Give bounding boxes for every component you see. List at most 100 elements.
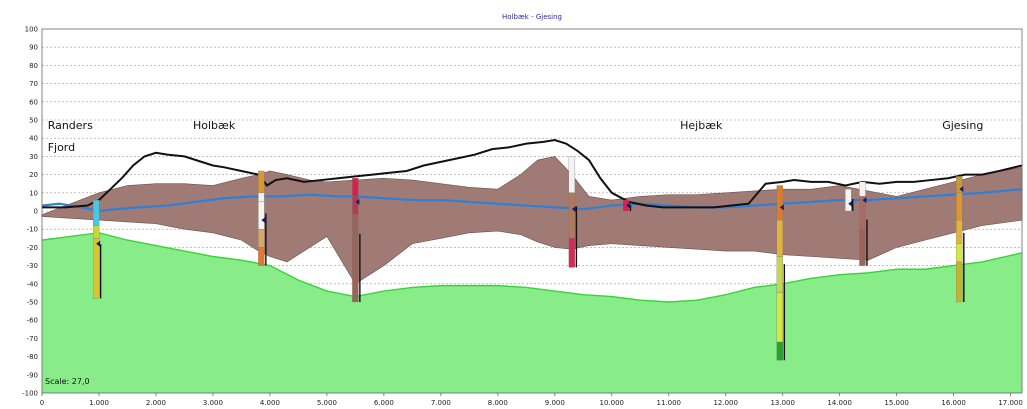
water-level-marker [848, 200, 853, 207]
borehole-segment [776, 341, 783, 361]
borehole-segment [568, 192, 576, 239]
x-tick-label: 6.000 [374, 399, 394, 407]
borehole-segment [956, 261, 963, 303]
y-tick-label: -20 [27, 244, 38, 252]
plot-frame [41, 28, 1023, 394]
y-tick-label: 20 [29, 171, 38, 179]
borehole [622, 199, 632, 212]
borehole-segment [92, 199, 100, 226]
x-tick-label: 16.000 [941, 399, 966, 407]
place-label: Hejbæk [680, 119, 723, 132]
y-tick-label: 0 [34, 208, 38, 216]
place-label: Fjord [48, 141, 75, 154]
y-tick-label: -90 [27, 371, 38, 379]
y-tick-label: 90 [29, 44, 38, 52]
y-tick-label: -70 [27, 335, 38, 343]
water-level-marker [355, 198, 360, 205]
place-label: Gjesing [942, 119, 983, 132]
borehole [568, 156, 578, 268]
place-label: Holbæk [193, 119, 236, 132]
borehole-segment [258, 201, 265, 230]
borehole-segment [776, 185, 783, 221]
borehole-segment [92, 225, 100, 239]
terrain-line [42, 138, 1023, 209]
borehole-segment [258, 247, 265, 266]
borehole-segment [258, 170, 265, 193]
y-tick-label: 80 [29, 62, 38, 70]
x-tick-label: 12.000 [713, 399, 738, 407]
x-tick-label: 15.000 [884, 399, 909, 407]
y-tick-label: 30 [29, 153, 38, 161]
axis-layer: 1009080706050403020100-10-20-30-40-50-60… [22, 26, 1023, 408]
x-tick-label: 17.000 [998, 399, 1023, 407]
x-tick-label: 1.000 [89, 399, 109, 407]
y-tick-label: -100 [22, 390, 38, 398]
water-level-marker [261, 217, 266, 224]
x-tick-label: 5.000 [317, 399, 337, 407]
text-layer: Holbæk - Gjesing Scale: 27,0 RandersFjor… [45, 13, 983, 386]
x-tick-label: 4.000 [260, 399, 280, 407]
water-level-marker [862, 197, 867, 204]
borehole [845, 189, 854, 212]
borehole-segment [956, 219, 963, 244]
x-tick-label: 3.000 [203, 399, 223, 407]
water-level-marker [779, 204, 784, 211]
x-tick-label: 7.000 [431, 399, 451, 407]
line-layer [41, 138, 1023, 303]
borehole-segment [352, 178, 359, 197]
y-tick-label: 50 [29, 117, 38, 125]
x-tick-label: 10.000 [600, 399, 625, 407]
water-level-marker [96, 240, 101, 247]
borehole-segment [258, 229, 265, 248]
y-tick-label: -50 [27, 299, 38, 307]
borehole [258, 170, 267, 266]
borehole-segment [859, 229, 866, 266]
chart-title: Holbæk - Gjesing [502, 13, 562, 21]
x-tick-label: 9.000 [545, 399, 565, 407]
y-tick-label: -30 [27, 262, 38, 270]
borehole-segment [776, 256, 783, 294]
scale-label: Scale: 27,0 [45, 377, 90, 386]
x-tick-label: 11.000 [656, 399, 681, 407]
borehole-segment [568, 238, 576, 268]
y-tick-label: 60 [29, 98, 38, 106]
x-tick-label: 0 [40, 399, 44, 407]
borehole-segment [845, 189, 852, 212]
borehole-segment [956, 192, 963, 221]
borehole-segment [258, 192, 265, 203]
borehole [776, 185, 786, 361]
borehole [956, 176, 965, 303]
y-tick-label: 70 [29, 80, 38, 88]
borehole-segment [776, 219, 783, 257]
water-level-marker [571, 206, 576, 213]
y-tick-label: -10 [27, 226, 38, 234]
borehole-layer [92, 156, 965, 361]
borehole-segment [859, 181, 866, 197]
x-tick-label: 14.000 [827, 399, 852, 407]
fill-layer [41, 156, 1023, 393]
x-tick-label: 13.000 [770, 399, 795, 407]
y-tick-label: 10 [29, 189, 38, 197]
y-tick-label: -80 [27, 353, 38, 361]
borehole-segment [352, 214, 359, 303]
x-tick-label: 2.000 [146, 399, 166, 407]
water-table-line [41, 188, 1023, 213]
borehole [859, 181, 868, 266]
y-tick-label: -40 [27, 280, 38, 288]
water-level-marker [959, 186, 964, 193]
borehole [352, 178, 361, 303]
borehole [92, 199, 102, 299]
borehole-segment [92, 238, 100, 299]
y-tick-label: 40 [29, 135, 38, 143]
place-label: Randers [48, 119, 93, 132]
y-tick-label: -60 [27, 317, 38, 325]
borehole-segment [776, 292, 783, 343]
y-tick-label: 100 [25, 26, 38, 34]
prequaternary-line [41, 232, 1023, 303]
x-tick-label: 8.000 [488, 399, 508, 407]
borehole-segment [956, 243, 963, 263]
borehole-segment [568, 156, 576, 193]
water-level-marker [626, 202, 631, 209]
borehole-segment [352, 196, 359, 215]
